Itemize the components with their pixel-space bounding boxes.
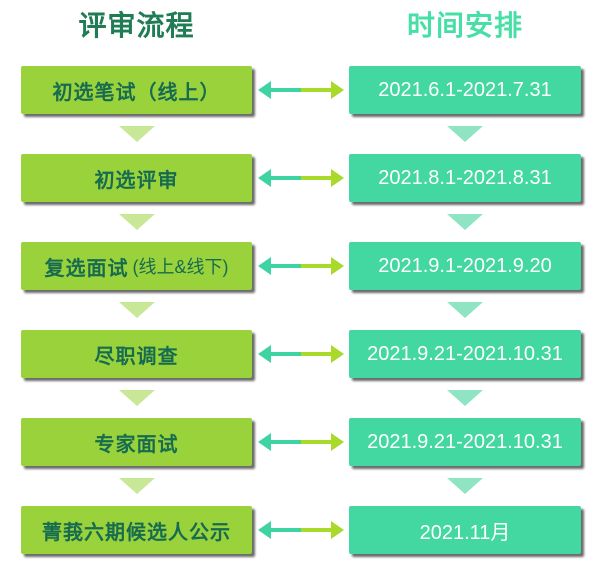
arrow-shaft [270,88,331,92]
arrow-shaft [270,440,331,444]
step-box-second-interview: 复选面试 (线上&线下) [21,242,252,290]
schedule-column-title: 时间安排 [406,10,523,41]
time-box-2: 2021.8.1-2021.8.31 [349,154,581,202]
flow-row-2: 初选评审 2021.8.1-2021.8.31 [21,154,581,202]
chevron-down-icon [118,478,155,494]
chevron-down-icon [118,214,155,230]
arrow-right-head [330,433,344,451]
double-arrow-icon [257,521,344,539]
time-label: 2021.9.21-2021.10.31 [367,430,563,453]
chevron-down-icon [118,302,155,318]
chevron-row [21,290,581,330]
chevron-row [21,466,581,506]
flow-row-3: 复选面试 (线上&线下) 2021.9.1-2021.9.20 [21,242,581,290]
chevron-down-icon [447,302,483,318]
step-box-candidate-announcement: 菁莪六期候选人公示 [21,506,252,554]
arrow-left-head [257,81,271,99]
flow-row-6: 菁莪六期候选人公示 2021.11月 [21,506,581,554]
arrow-right-head [330,169,344,187]
time-label: 2021.6.1-2021.7.31 [378,78,552,101]
arrow-shaft [270,264,331,268]
step-box-first-review: 初选评审 [21,154,252,202]
time-box-6: 2021.11月 [349,506,581,554]
flow-row-5: 专家面试 2021.9.21-2021.10.31 [21,418,581,466]
flow-row-1: 初选笔试（线上） 2021.6.1-2021.7.31 [21,66,581,114]
chevron-down-icon [447,390,483,406]
chevron-down-icon [447,214,483,230]
arrow-shaft [270,528,331,532]
step-box-written-test: 初选笔试（线上） [21,66,252,114]
arrow-left-head [257,169,271,187]
time-box-3: 2021.9.1-2021.9.20 [349,242,581,290]
double-arrow-icon [257,433,344,451]
step-label: 尽职调查 [94,345,179,368]
time-label: 2021.11月 [419,521,511,544]
time-box-1: 2021.6.1-2021.7.31 [349,66,581,114]
double-arrow-icon [257,81,344,99]
chevron-row [21,378,581,418]
chevron-row [21,114,581,154]
chevron-down-icon [447,126,483,142]
arrow-shaft [270,352,331,356]
arrow-right-head [330,257,344,275]
chevron-down-icon [118,126,155,142]
step-label: 初选评审 [94,169,179,192]
double-arrow-icon [257,169,344,187]
step-label: 复选面试 [44,257,129,280]
step-sublabel: (线上&线下) [132,257,229,277]
arrow-right-head [330,81,344,99]
time-label: 2021.9.1-2021.9.20 [378,254,552,277]
step-label: 菁莪六期候选人公示 [42,521,231,544]
step-label: 专家面试 [94,433,179,456]
arrow-right-head [330,521,344,539]
arrow-left-head [257,257,271,275]
chevron-row [21,202,581,242]
arrow-left-head [257,521,271,539]
flow-row-4: 尽职调查 2021.9.21-2021.10.31 [21,330,581,378]
time-label: 2021.8.1-2021.8.31 [378,166,552,189]
step-box-expert-interview: 专家面试 [21,418,252,466]
double-arrow-icon [257,257,344,275]
arrow-right-head [330,345,344,363]
double-arrow-icon [257,345,344,363]
time-box-5: 2021.9.21-2021.10.31 [349,418,581,466]
time-box-4: 2021.9.21-2021.10.31 [349,330,581,378]
chevron-down-icon [447,478,483,494]
process-column-title: 评审流程 [78,10,195,41]
arrow-left-head [257,345,271,363]
header-row: 评审流程 时间安排 [21,8,581,44]
step-label: 初选笔试（线上） [52,81,221,104]
time-label: 2021.9.21-2021.10.31 [367,342,563,365]
arrow-shaft [270,176,331,180]
chevron-down-icon [118,390,155,406]
step-box-due-diligence: 尽职调查 [21,330,252,378]
arrow-left-head [257,433,271,451]
